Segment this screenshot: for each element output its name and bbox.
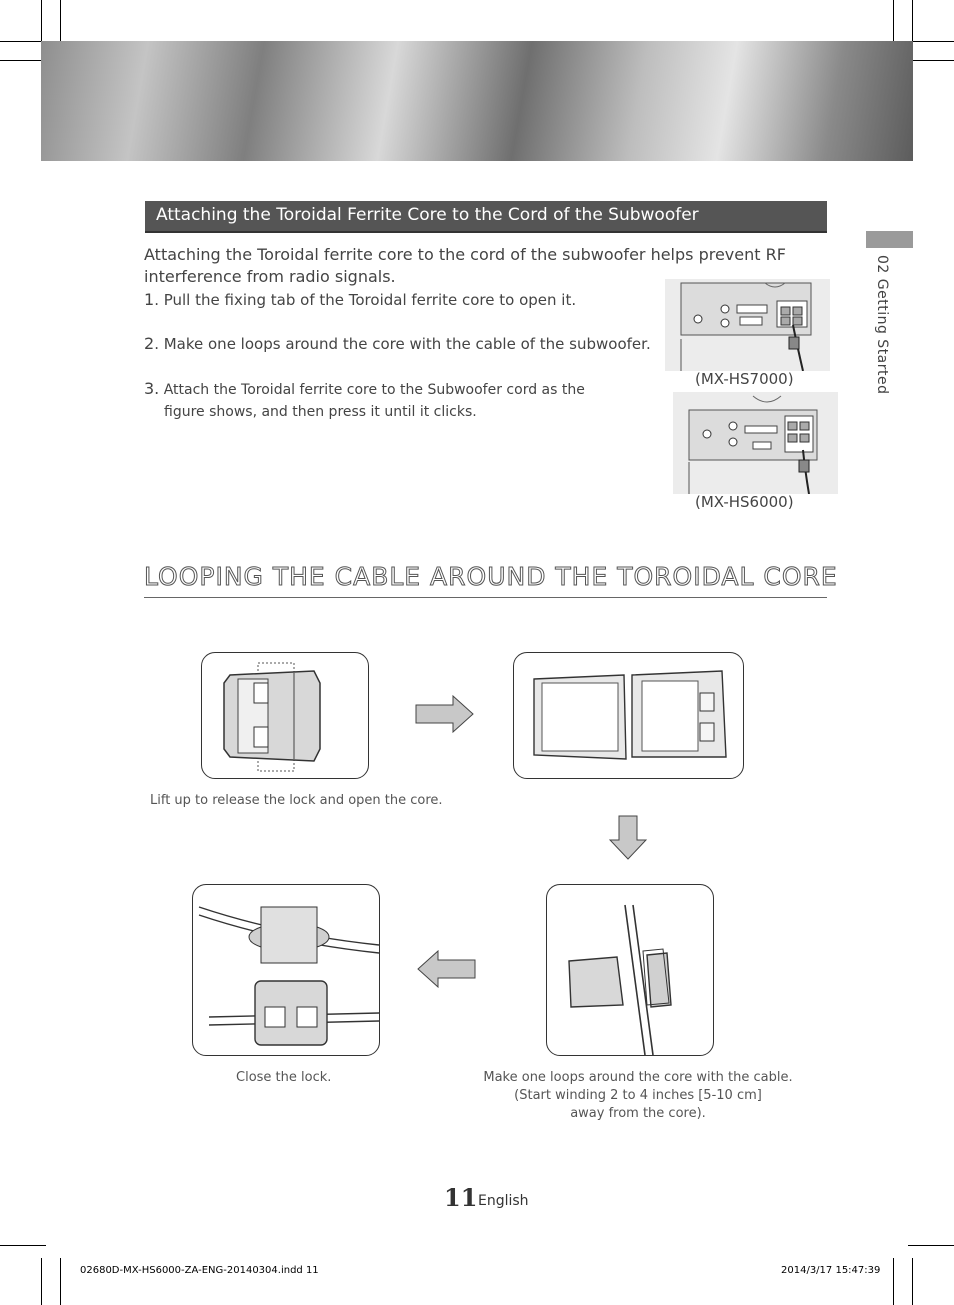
figure-loop-cable [546,884,714,1056]
heading-rule [144,597,827,598]
crop-mark [908,41,954,42]
crop-mark [0,1245,46,1246]
step-1: 1. Pull the fixing tab of the Toroidal f… [144,290,576,309]
intro-paragraph: Attaching the Toroidal ferrite core to t… [144,245,786,286]
page-language: English [478,1193,529,1209]
caption-loop-line3: away from the core). [570,1106,706,1121]
arrow-left-icon [417,950,476,988]
arrow-right-icon [415,695,474,733]
page-number: 11 [444,1183,478,1212]
subwoofer-panel-hs6000-image [673,392,838,494]
caption-loop-line1: Make one loops around the core with the … [483,1070,793,1085]
crop-mark [41,1258,42,1305]
crop-mark [893,1258,894,1305]
ferrite-core-open-image [533,670,727,760]
step-3: 3. Attach the Toroidal ferrite core to t… [144,378,585,423]
chapter-label: 02 Getting Started [874,255,890,395]
caption-lift: Lift up to release the lock and open the… [150,793,443,808]
step-text-line1: Attach the Toroidal ferrite core to the … [163,382,585,398]
step-text-line2: figure shows, and then press it until it… [164,404,477,420]
figure-locked-core [192,884,380,1056]
crop-mark [41,0,42,46]
arrow-down-icon [609,815,647,860]
section-title: Attaching the Toroidal Ferrite Core to t… [156,205,699,225]
caption-close: Close the lock. [236,1070,332,1085]
crop-mark [912,1258,913,1305]
footer-file-name: 02680D-MX-HS6000-ZA-ENG-20140304.indd 11 [80,1265,319,1276]
header-banner [41,41,913,161]
step-text: . Pull the fixing tab of the Toroidal fe… [154,291,577,309]
cable-loop-core-image [568,904,672,1055]
model-label-hs6000: (MX-HS6000) [695,493,794,511]
crop-mark [0,41,46,42]
ferrite-core-closed-image [223,662,321,772]
caption-loop-line2: (Start winding 2 to 4 inches [5-10 cm] [514,1088,762,1103]
step-2: 2. Make one loops around the core with t… [144,334,651,353]
ferrite-core-locked-image [198,906,379,1046]
crop-mark [60,0,61,46]
chapter-tab [866,231,913,248]
section-heading: LOOPING THE CABLE AROUND THE TOROIDAL CO… [144,562,838,592]
caption-loop: Make one loops around the core with the … [468,1069,808,1123]
crop-mark [60,1258,61,1305]
step-number: 3. [144,379,160,398]
subwoofer-panel-hs7000-image [665,279,830,371]
step-number: 1 [144,290,155,309]
model-label-hs7000: (MX-HS7000) [695,370,794,388]
crop-mark [893,0,894,46]
footer-timestamp: 2014/3/17 15:47:39 [781,1265,881,1276]
crop-mark [912,0,913,46]
crop-mark [908,1245,954,1246]
section-title-bar: Attaching the Toroidal Ferrite Core to t… [145,201,827,233]
crop-mark [908,60,954,61]
figure-open-core [513,652,744,779]
figure-closed-core [201,652,369,779]
step-number: 2 [144,334,155,353]
step-text: . Make one loops around the core with th… [154,335,651,353]
crop-mark [0,60,46,61]
